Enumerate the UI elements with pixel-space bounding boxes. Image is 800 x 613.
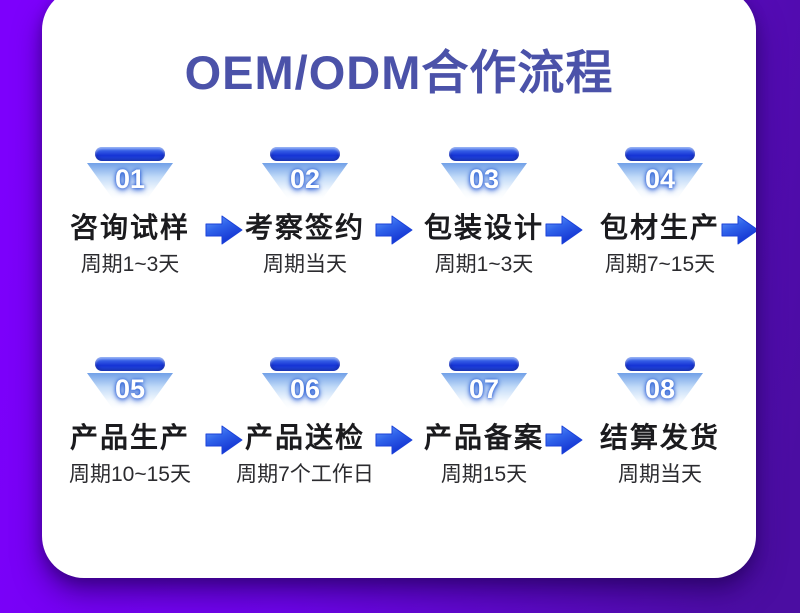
step-number: 06 — [289, 374, 321, 404]
step-cycle: 周期7个工作日 — [236, 463, 374, 486]
step-name: 结算发货 — [599, 422, 720, 453]
badge-bar — [95, 147, 165, 161]
step-name: 包装设计 — [423, 212, 544, 243]
badge-bar — [270, 147, 340, 161]
badge-glow: 06 — [262, 373, 348, 409]
step-item: 01 咨询试样 周期1~3天 — [42, 143, 225, 277]
step-cycle: 周期当天 — [263, 253, 347, 276]
badge-bar — [449, 357, 519, 371]
arrow-right-icon — [204, 213, 244, 247]
step-cycle: 周期10~15天 — [69, 463, 191, 486]
step-item: 05 产品生产 周期10~15天 — [42, 353, 225, 487]
badge-glow: 02 — [262, 163, 348, 199]
step-item: 07 产品备案 周期15天 — [389, 353, 579, 487]
step-item: 02 考察签约 周期当天 — [210, 143, 400, 277]
step-number: 03 — [468, 164, 500, 194]
page-title: OEM/ODM合作流程 — [184, 46, 614, 99]
process-row-2: 05 产品生产 周期10~15天 06 产品送检 周期7个工作日 — [42, 353, 756, 503]
step-number: 07 — [468, 374, 500, 404]
step-number: 05 — [114, 374, 146, 404]
process-row-1: 01 咨询试样 周期1~3天 02 考察签约 周期当天 — [42, 143, 756, 293]
step-name: 咨询试样 — [69, 212, 190, 243]
step-cycle: 周期7~15天 — [604, 253, 716, 276]
arrow-right-icon — [204, 423, 244, 457]
step-name: 包材生产 — [599, 212, 720, 243]
step-number: 04 — [644, 164, 676, 194]
step-item: 04 包材生产 周期7~15天 — [565, 143, 755, 277]
badge-glow: 08 — [617, 373, 703, 409]
badge-bar — [625, 147, 695, 161]
step-name: 产品送检 — [244, 422, 365, 453]
number-badge: 07 — [389, 357, 579, 409]
step-item: 03 包装设计 周期1~3天 — [389, 143, 579, 277]
badge-bar — [449, 147, 519, 161]
step-cycle: 周期1~3天 — [80, 253, 180, 276]
badge-glow: 05 — [87, 373, 173, 409]
arrow-right-icon — [374, 213, 414, 247]
step-item: 08 结算发货 周期当天 — [565, 353, 755, 487]
number-badge: 03 — [389, 147, 579, 199]
number-badge: 06 — [210, 357, 400, 409]
arrow-right-icon — [374, 423, 414, 457]
step-cycle: 周期1~3天 — [434, 253, 534, 276]
arrow-right-icon — [544, 213, 584, 247]
step-item: 06 产品送检 周期7个工作日 — [210, 353, 400, 487]
number-badge: 02 — [210, 147, 400, 199]
badge-bar — [95, 357, 165, 371]
step-name: 产品生产 — [69, 422, 190, 453]
badge-bar — [270, 357, 340, 371]
arrow-right-icon — [544, 423, 584, 457]
number-badge: 04 — [565, 147, 755, 199]
step-cycle: 周期15天 — [440, 463, 528, 486]
number-badge: 08 — [565, 357, 755, 409]
step-number: 08 — [644, 374, 676, 404]
arrow-right-icon — [720, 213, 756, 247]
badge-glow: 04 — [617, 163, 703, 199]
number-badge: 05 — [42, 357, 225, 409]
step-number: 02 — [289, 164, 321, 194]
badge-glow: 07 — [441, 373, 527, 409]
content-card: OEM/ODM合作流程 01 咨询试样 周期1~3天 — [42, 0, 756, 578]
number-badge: 01 — [42, 147, 225, 199]
step-cycle: 周期当天 — [618, 463, 702, 486]
step-name: 产品备案 — [423, 422, 544, 453]
badge-glow: 01 — [87, 163, 173, 199]
step-number: 01 — [114, 164, 146, 194]
step-name: 考察签约 — [244, 212, 365, 243]
badge-bar — [625, 357, 695, 371]
badge-glow: 03 — [441, 163, 527, 199]
